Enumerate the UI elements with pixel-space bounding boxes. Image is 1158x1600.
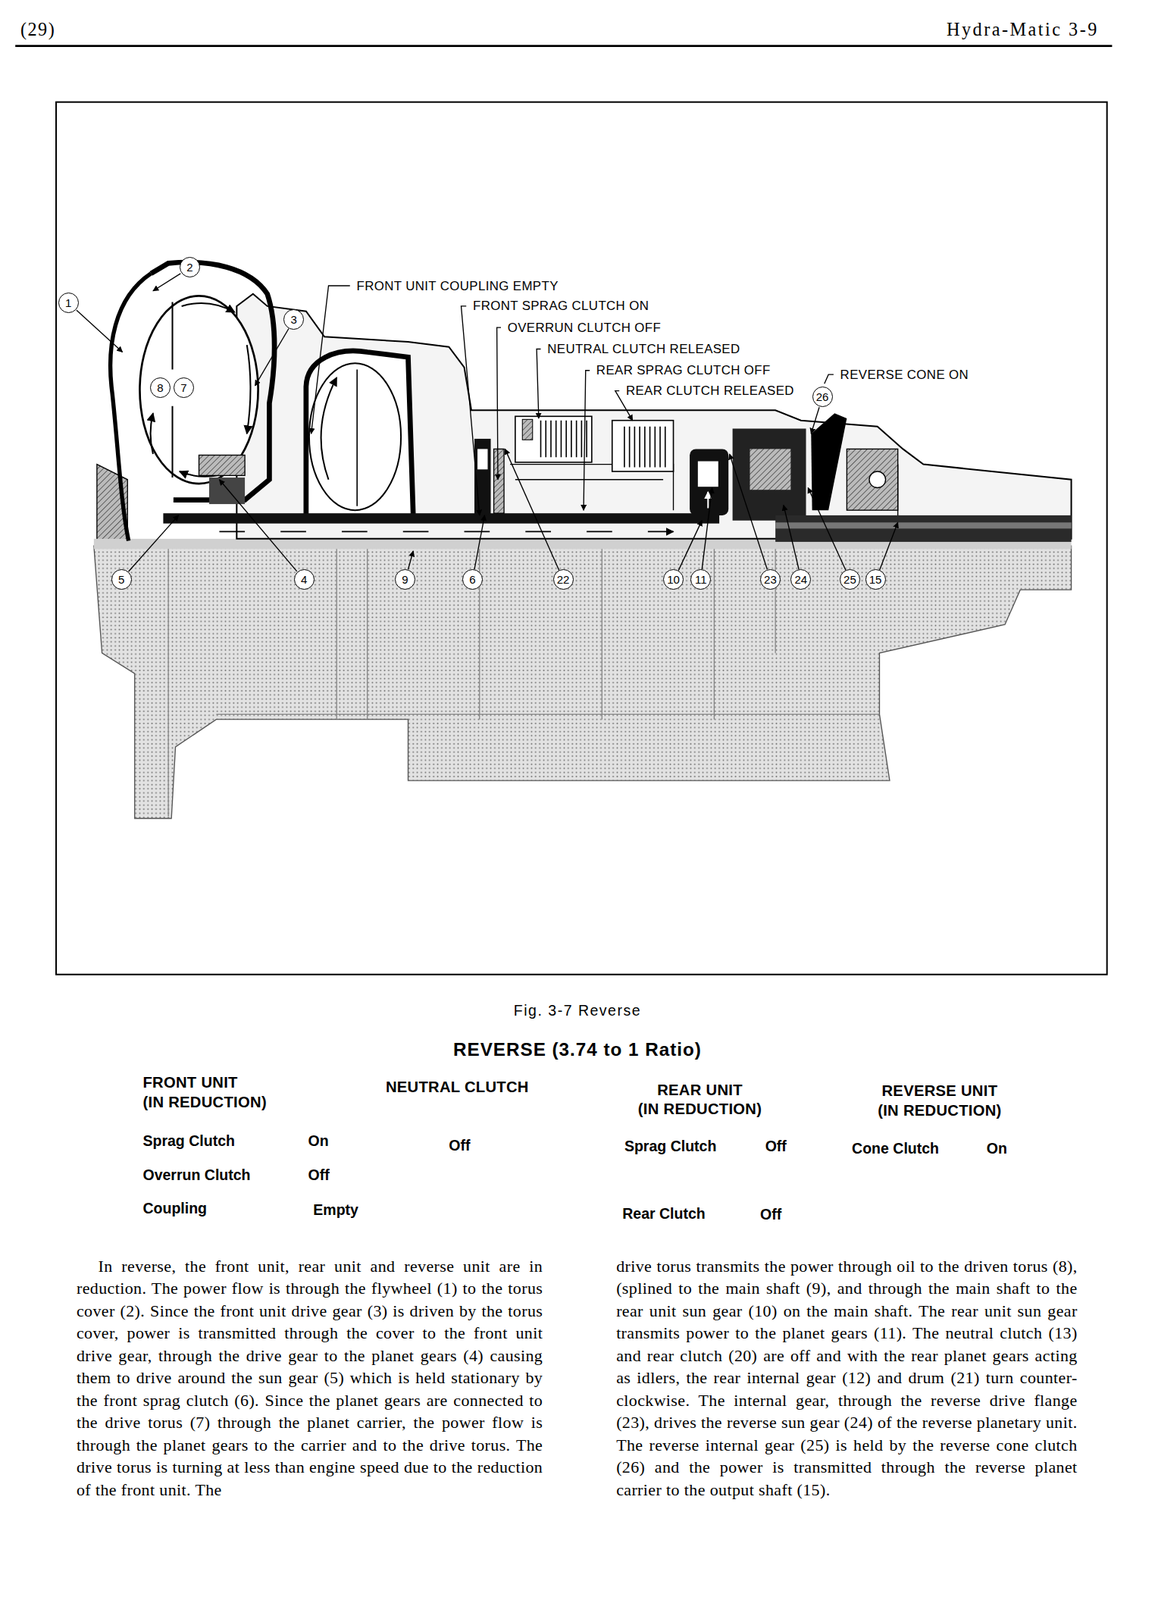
table-header: REAR UNIT xyxy=(657,1080,743,1099)
callout-circle: 7 xyxy=(173,377,195,398)
callout-number: 23 xyxy=(763,573,777,586)
callout-number: 4 xyxy=(300,573,307,586)
table-cell: Off xyxy=(448,1136,470,1155)
callout-number: 24 xyxy=(794,573,808,586)
callout-number: 11 xyxy=(694,573,708,586)
callout-number: 15 xyxy=(869,573,883,586)
part-label: OVERRUN CLUTCH OFF xyxy=(506,320,663,336)
table-header: (IN REDUCTION) xyxy=(638,1099,762,1118)
table-cell: Coupling xyxy=(142,1199,207,1218)
callout-circle: 2 xyxy=(179,256,201,278)
body-text: drive torus transmits the power through … xyxy=(616,1255,1078,1502)
callout-circle: 3 xyxy=(283,309,304,330)
table-header: (IN REDUCTION) xyxy=(877,1101,1002,1120)
callout-number: 7 xyxy=(180,381,187,394)
callout-circle: 22 xyxy=(553,569,574,590)
part-label: REVERSE CONE ON xyxy=(838,367,971,383)
callout-circle: 23 xyxy=(760,569,781,590)
part-label: NEUTRAL CLUTCH RELEASED xyxy=(545,341,742,357)
table-header: NEUTRAL CLUTCH xyxy=(385,1077,529,1096)
callout-number: 22 xyxy=(557,573,570,586)
page-number: (29) xyxy=(20,18,56,41)
callout-circle: 9 xyxy=(394,569,416,590)
callout-circle: 15 xyxy=(865,569,886,590)
table-cell: On xyxy=(308,1132,329,1150)
table-cell: Cone Clutch xyxy=(851,1139,939,1158)
running-head: Hydra-Matic 3-9 xyxy=(946,18,1099,41)
table-cell: Off xyxy=(308,1166,330,1184)
table-cell: Overrun Clutch xyxy=(142,1166,251,1184)
callout-circle: 5 xyxy=(111,569,132,590)
callout-number: 1 xyxy=(65,297,72,309)
table-cell: Sprag Clutch xyxy=(624,1137,717,1155)
callout-number: 10 xyxy=(666,573,680,586)
callout-number: 5 xyxy=(118,573,125,586)
callout-number: 6 xyxy=(469,573,476,586)
callout-number: 2 xyxy=(186,261,193,273)
callout-circle: 10 xyxy=(663,569,684,590)
callout-circle: 26 xyxy=(812,386,833,407)
callout-number: 9 xyxy=(401,573,408,586)
callout-number: 3 xyxy=(291,313,298,326)
table-cell: Empty xyxy=(312,1201,359,1219)
body-text: In reverse, the front unit, rear unit an… xyxy=(76,1255,543,1502)
callout-number: 25 xyxy=(843,573,857,586)
table-title: REVERSE (3.74 to 1 Ratio) xyxy=(453,1038,702,1061)
table-cell: Sprag Clutch xyxy=(142,1132,235,1150)
table-header: (IN REDUCTION) xyxy=(142,1092,267,1112)
callout-circle: 8 xyxy=(150,377,171,398)
callout-circle: 25 xyxy=(839,569,861,590)
table-header: FRONT UNIT xyxy=(142,1073,238,1092)
part-label: REAR SPRAG CLUTCH OFF xyxy=(594,363,773,379)
table-cell: On xyxy=(986,1139,1008,1158)
part-label: FRONT SPRAG CLUTCH ON xyxy=(471,298,651,314)
table-cell: Off xyxy=(760,1205,782,1224)
table-header: REVERSE UNIT xyxy=(881,1081,998,1100)
table-cell: Rear Clutch xyxy=(622,1204,706,1223)
callout-circle: 1 xyxy=(58,292,79,313)
part-label: REAR CLUTCH RELEASED xyxy=(624,383,796,399)
callout-circle: 4 xyxy=(294,569,315,590)
table-cell: Off xyxy=(765,1137,787,1155)
part-label: FRONT UNIT COUPLING EMPTY xyxy=(354,278,560,295)
figure-caption: Fig. 3-7 Reverse xyxy=(513,1001,642,1020)
callout-circle: 6 xyxy=(462,569,483,590)
callout-number: 8 xyxy=(156,381,163,394)
callout-number: 26 xyxy=(816,391,830,403)
